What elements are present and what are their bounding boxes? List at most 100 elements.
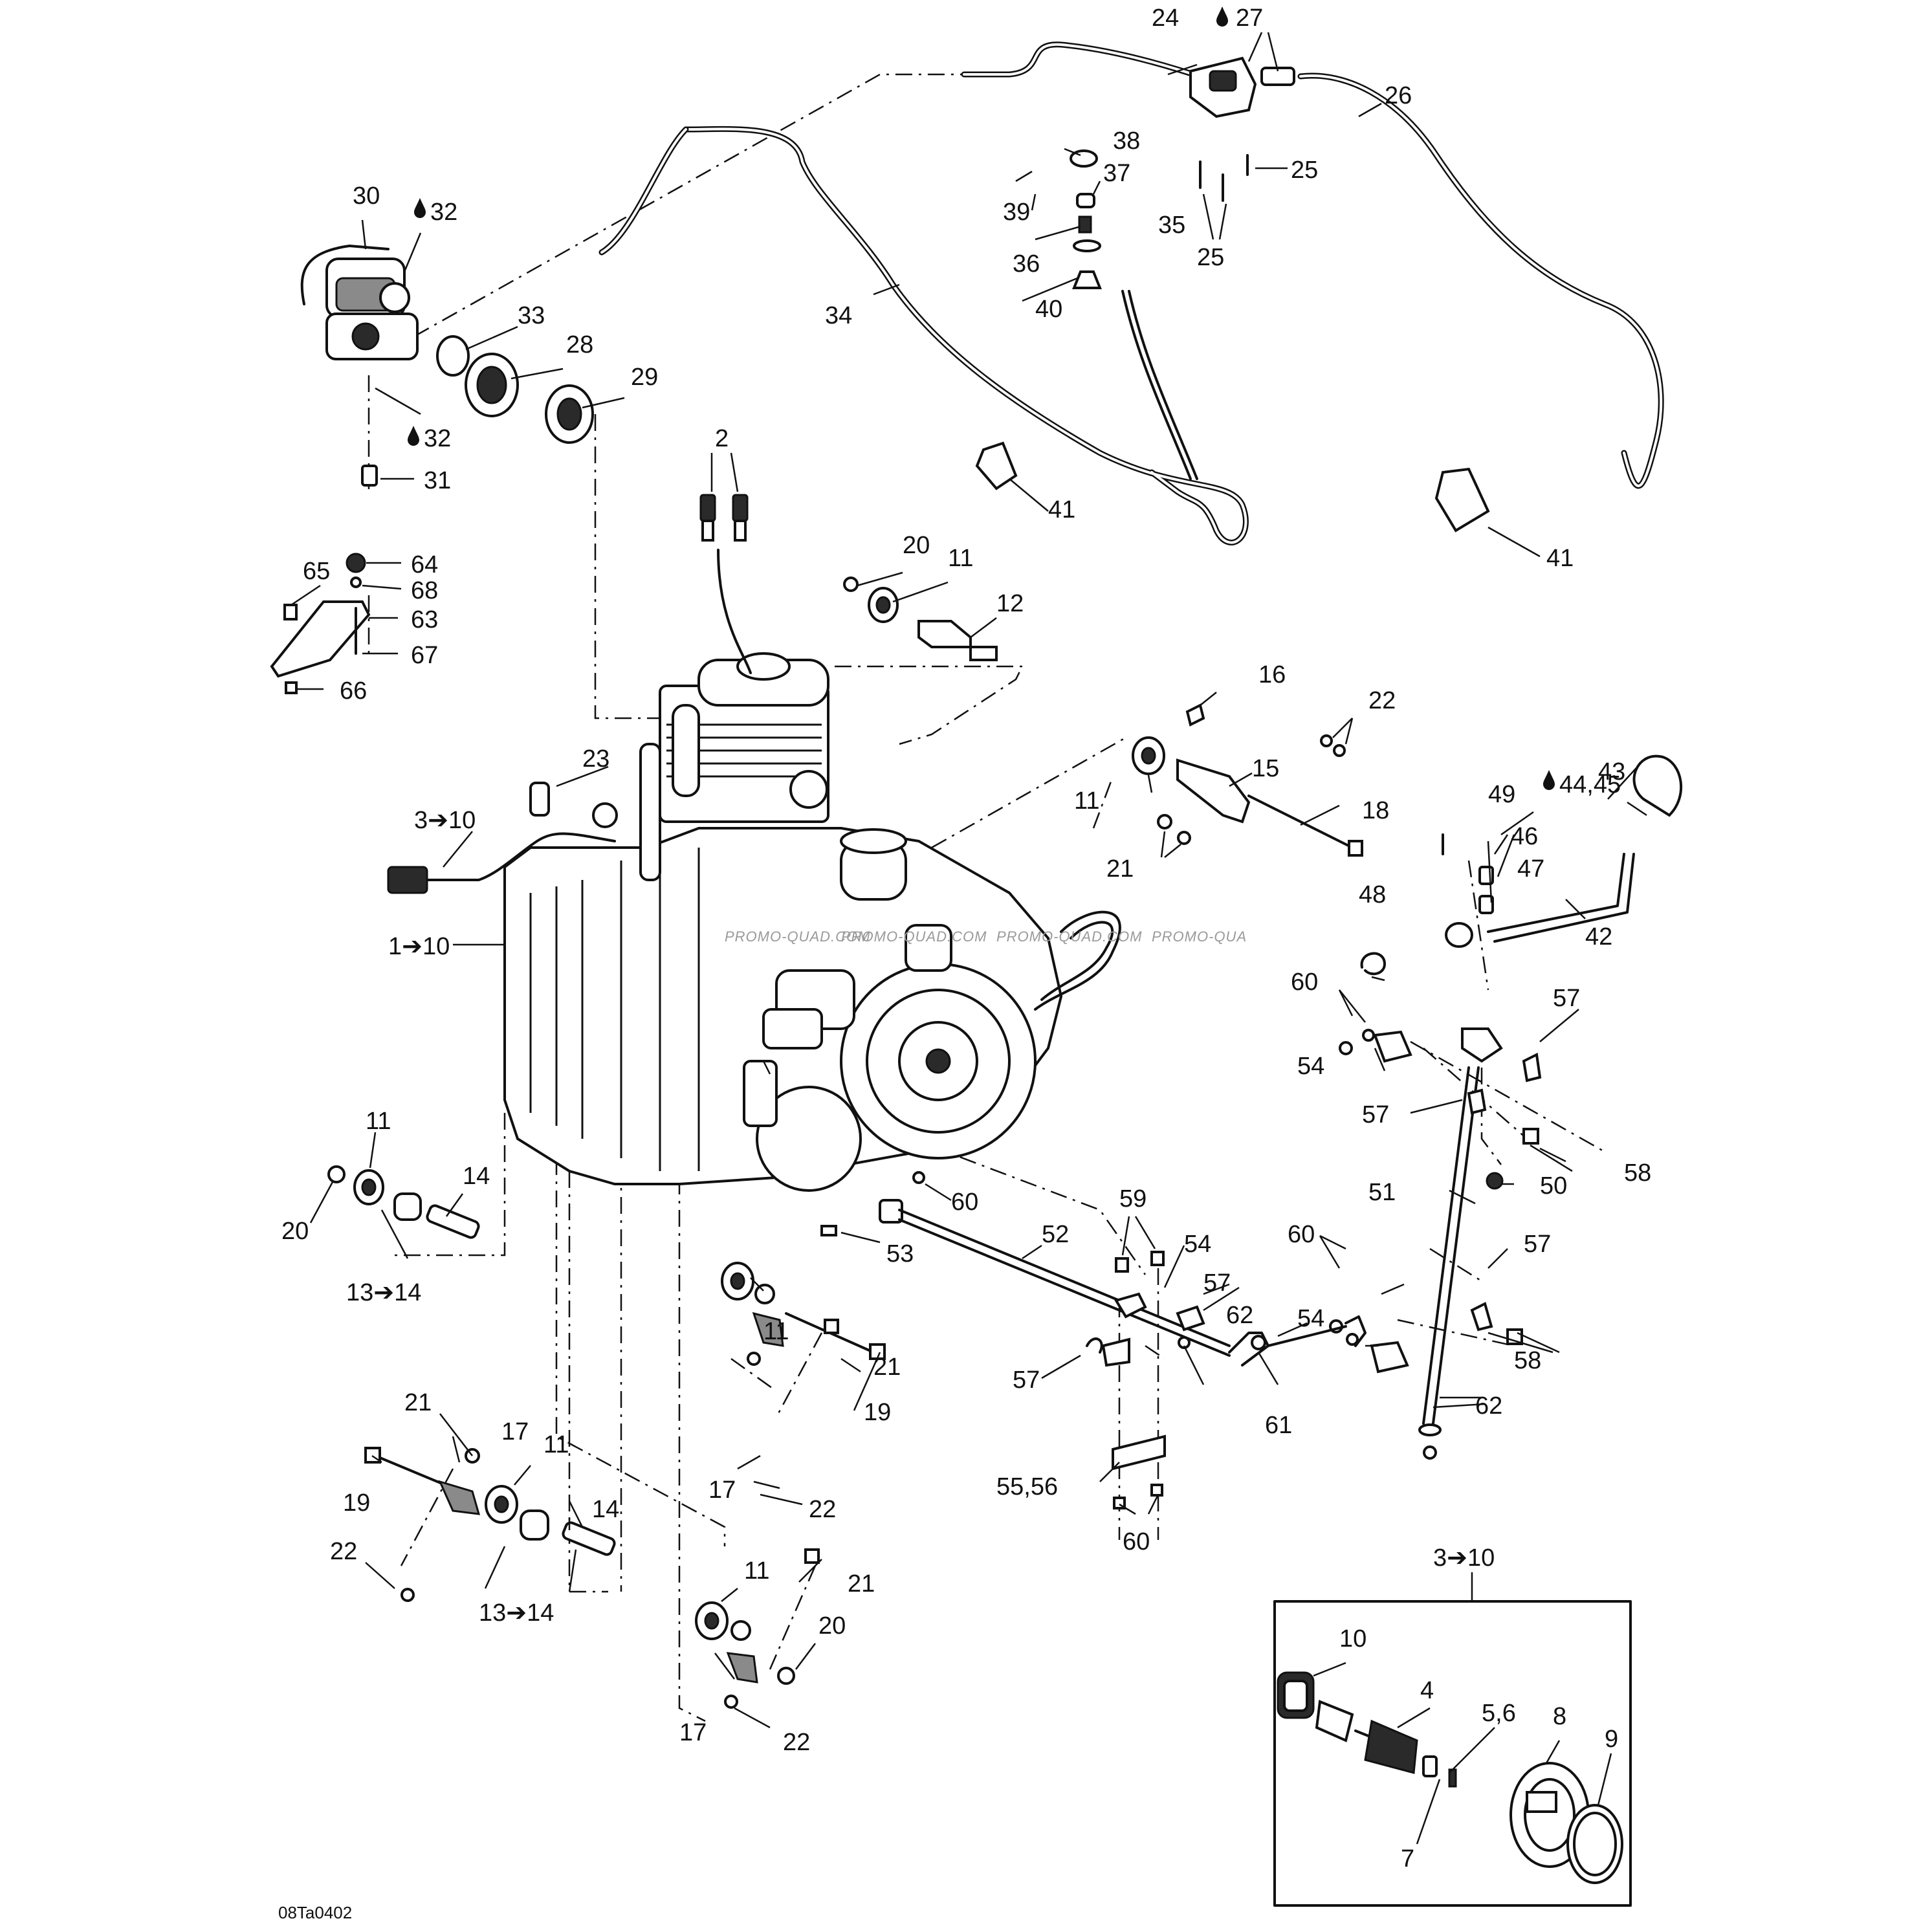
carburetor-group bbox=[270, 245, 594, 694]
callout-19: 19 bbox=[864, 1399, 891, 1426]
callout-12: 12 bbox=[996, 590, 1024, 617]
callout-65: 65 bbox=[303, 558, 330, 585]
callout-57d: 57 bbox=[1203, 1269, 1231, 1297]
callout-43: 43 bbox=[1598, 758, 1625, 785]
callout-2: 2 bbox=[715, 425, 729, 452]
callout-11d: 11 bbox=[763, 1318, 789, 1345]
callout-14: 14 bbox=[463, 1163, 490, 1190]
callout-40: 40 bbox=[1035, 296, 1062, 323]
callout-21: 21 bbox=[1106, 855, 1134, 883]
callout-11: 11 bbox=[948, 545, 973, 572]
callout-1: 1➔10 bbox=[388, 933, 450, 960]
callout-50: 50 bbox=[1540, 1172, 1567, 1200]
callout-13: 13➔14 bbox=[346, 1279, 421, 1306]
callout-20c: 20 bbox=[818, 1612, 846, 1640]
callout-13b: 13➔14 bbox=[479, 1599, 554, 1627]
callout-14b: 14 bbox=[592, 1496, 619, 1523]
callout-17b: 17 bbox=[501, 1418, 529, 1445]
inset-3-10 bbox=[1273, 1572, 1632, 1907]
callout-31: 31 bbox=[424, 467, 451, 494]
callout-28: 28 bbox=[566, 331, 593, 358]
callout-36: 36 bbox=[1013, 250, 1040, 278]
watermark-3: PROMO-QUAD.COM bbox=[996, 928, 1142, 945]
right-mount bbox=[1132, 703, 1363, 857]
callout-8: 8 bbox=[1553, 1703, 1566, 1730]
callout-33: 33 bbox=[518, 302, 545, 329]
callout-11f: 11 bbox=[744, 1557, 769, 1585]
callout-64: 64 bbox=[411, 551, 438, 578]
callout-30: 30 bbox=[353, 182, 380, 210]
callout-38: 38 bbox=[1113, 127, 1140, 155]
callout-67: 67 bbox=[411, 642, 438, 669]
callout-60c: 60 bbox=[1288, 1221, 1315, 1248]
callout-37: 37 bbox=[1103, 160, 1130, 187]
callout-inset-title: 3➔10 bbox=[1433, 1544, 1495, 1572]
callout-49: 49 bbox=[1488, 781, 1515, 808]
shift-linkage bbox=[820, 754, 1683, 1509]
callout-35: 35 bbox=[1158, 212, 1185, 239]
callout-32: 32 bbox=[430, 199, 457, 226]
leader-lines bbox=[291, 32, 1647, 1845]
oil-drop-icon bbox=[1543, 770, 1555, 790]
callout-57e: 57 bbox=[1013, 1367, 1040, 1394]
watermark-4: PROMO-QUA bbox=[1152, 928, 1247, 945]
callout-17c: 17 bbox=[679, 1719, 707, 1746]
oil-drop-icon bbox=[1216, 6, 1228, 27]
callout-56: 5,6 bbox=[1482, 1700, 1516, 1727]
callout-57c: 57 bbox=[1524, 1231, 1551, 1258]
callout-32b: 32 bbox=[424, 425, 451, 452]
callout-62b: 62 bbox=[1475, 1392, 1502, 1420]
callout-54b: 54 bbox=[1184, 1231, 1211, 1258]
callout-22b: 22 bbox=[809, 1496, 836, 1523]
callout-22: 22 bbox=[1368, 687, 1396, 714]
callout-19b: 19 bbox=[343, 1489, 370, 1517]
callout-41b: 41 bbox=[1546, 545, 1574, 572]
callout-7: 7 bbox=[1401, 1845, 1414, 1872]
callout-57b: 57 bbox=[1362, 1101, 1389, 1128]
top-small-parts bbox=[699, 441, 1490, 674]
callout-3: 3➔10 bbox=[414, 807, 476, 834]
oil-drop-icon bbox=[408, 426, 419, 446]
watermark-1: PROMO-QUAD.COM bbox=[725, 928, 870, 945]
callout-60b: 60 bbox=[951, 1189, 978, 1216]
callout-51: 51 bbox=[1368, 1179, 1396, 1206]
callout-59: 59 bbox=[1119, 1185, 1147, 1213]
callout-16: 16 bbox=[1258, 661, 1286, 688]
callout-54c: 54 bbox=[1297, 1305, 1324, 1332]
watermark-2: PROMO-QUAD.COM bbox=[841, 928, 987, 945]
callout-41: 41 bbox=[1048, 496, 1075, 523]
callout-11c: 11 bbox=[366, 1108, 391, 1135]
callout-24: 24 bbox=[1152, 5, 1179, 32]
callout-53: 53 bbox=[886, 1240, 914, 1268]
callout-60: 60 bbox=[1291, 969, 1318, 996]
callout-5556: 55,56 bbox=[996, 1473, 1058, 1500]
callout-46: 46 bbox=[1511, 823, 1538, 850]
callout-25: 25 bbox=[1291, 157, 1318, 184]
callout-61: 61 bbox=[1265, 1412, 1292, 1439]
callout-39: 39 bbox=[1003, 199, 1030, 226]
engine-assembly: PROMO-QUAD.COM PROMO-QUAD.COM PROMO-QUAD… bbox=[387, 652, 1247, 1192]
callout-11b: 11 bbox=[1074, 787, 1099, 815]
callout-17: 17 bbox=[708, 1476, 736, 1504]
callout-25b: 25 bbox=[1197, 244, 1224, 271]
callout-62: 62 bbox=[1226, 1302, 1253, 1329]
oil-drop-icons bbox=[408, 6, 1555, 790]
callout-48: 48 bbox=[1359, 881, 1386, 908]
callout-58b: 58 bbox=[1514, 1347, 1541, 1374]
callout-47: 47 bbox=[1517, 855, 1544, 883]
callout-29: 29 bbox=[631, 364, 658, 391]
callout-18: 18 bbox=[1362, 797, 1389, 824]
callout-23: 23 bbox=[582, 745, 609, 773]
callout-34: 34 bbox=[825, 302, 852, 329]
figure-code: 08Ta0402 bbox=[278, 1903, 352, 1922]
callout-22c: 22 bbox=[330, 1538, 357, 1565]
callout-52: 52 bbox=[1042, 1221, 1069, 1248]
callout-labels: 30 32 33 28 29 32 31 64 68 63 67 65 66 2… bbox=[278, 5, 1651, 1922]
callout-66: 66 bbox=[340, 677, 367, 705]
callout-10: 10 bbox=[1339, 1625, 1367, 1652]
callout-21d: 21 bbox=[848, 1570, 875, 1597]
oil-drop-icon bbox=[414, 198, 426, 218]
callout-22d: 22 bbox=[783, 1729, 810, 1756]
callout-60d: 60 bbox=[1123, 1528, 1150, 1555]
callout-20: 20 bbox=[903, 532, 930, 559]
